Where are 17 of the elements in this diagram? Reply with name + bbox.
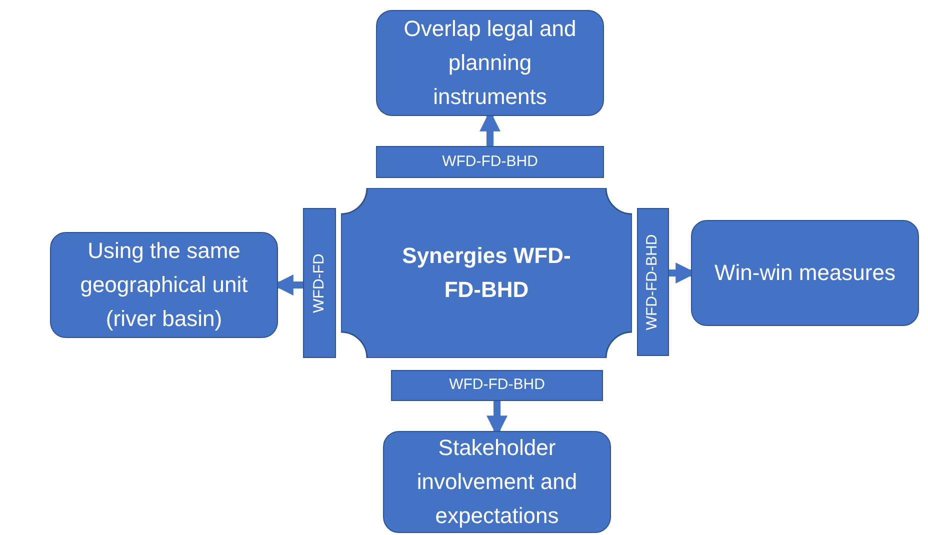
rounded-box — [376, 10, 604, 116]
rounded-box — [691, 220, 919, 326]
bar-label: WFD-FD-BHD — [642, 234, 662, 330]
box-text: Using the same geographical unit (river basin) — [79, 237, 249, 333]
label-bar — [637, 208, 669, 356]
bar-label: WFD-FD — [309, 253, 328, 313]
center-title: Synergies WFD-FD-BHD — [401, 242, 572, 304]
label-bar — [303, 208, 336, 358]
box-text: Overlap legal and planning instruments — [402, 15, 578, 111]
box-text: Win-win measures — [714, 259, 896, 287]
rounded-box — [383, 431, 611, 533]
box-text: Stakeholder involvement and expectations — [416, 434, 578, 530]
label-bar — [376, 146, 604, 178]
bar-label: WFD-FD-BHD — [442, 152, 538, 172]
bar-label: WFD-FD-BHD — [449, 375, 545, 396]
rounded-box — [50, 232, 278, 338]
label-bar — [391, 370, 603, 401]
